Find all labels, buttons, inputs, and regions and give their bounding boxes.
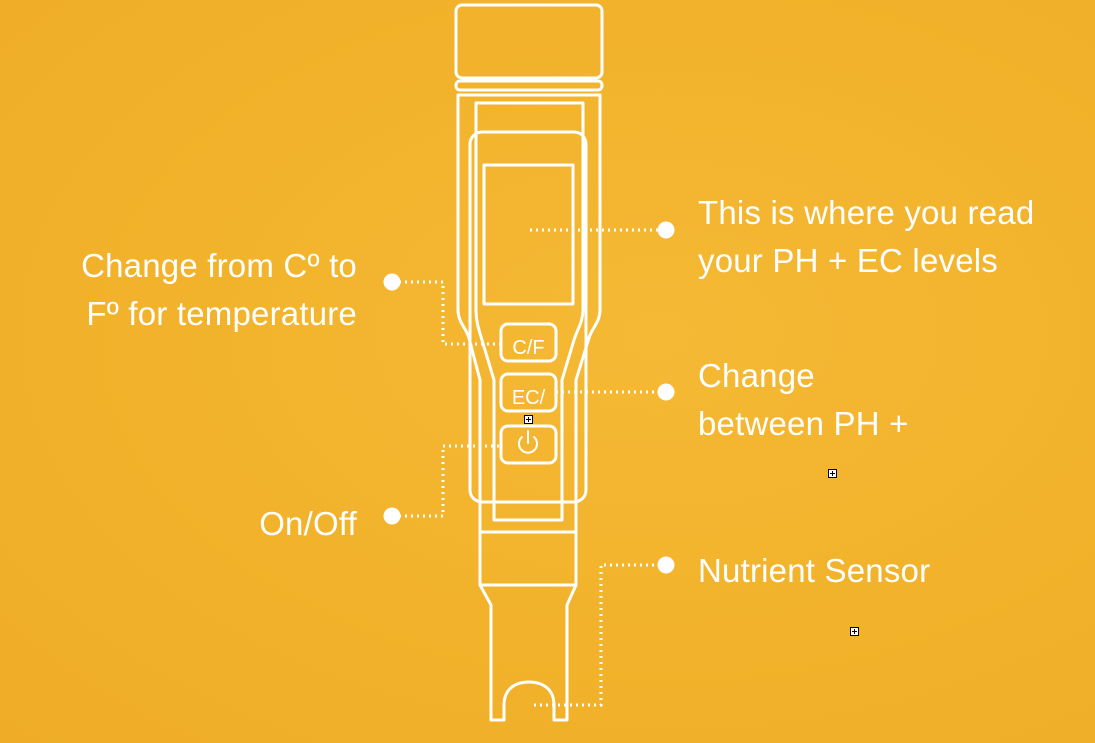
callout-mode-line2: between PH + (698, 405, 909, 442)
ec-button-label: EC/ (512, 387, 546, 409)
power-button[interactable] (499, 424, 558, 465)
leader-sensor (530, 563, 666, 707)
callout-power: On/Off (259, 500, 357, 548)
leader-temperature (393, 280, 501, 346)
callout-temperature-line2: Fº for temperature (86, 295, 357, 332)
power-icon (518, 430, 538, 454)
callout-mode: Change between PH + (698, 352, 909, 448)
crosshair-marker-icon (524, 415, 533, 424)
cf-button-label: C/F (512, 337, 544, 359)
crosshair-marker-icon (828, 469, 837, 478)
dot-sensor (657, 556, 675, 574)
meter-cap (454, 3, 604, 80)
callout-display-line2: your PH + EC levels (698, 242, 998, 279)
callout-power-line1: On/Off (259, 505, 357, 542)
crosshair-marker-icon (850, 627, 859, 636)
leader-power (393, 444, 501, 518)
meter-body (456, 93, 602, 722)
meter-inner-outline (474, 101, 585, 522)
callout-temperature: Change from Cº to Fº for temperature (81, 242, 357, 338)
callout-sensor: Nutrient Sensor (698, 547, 930, 595)
callout-display: This is where you read your PH + EC leve… (698, 189, 1034, 285)
control-panel (468, 130, 588, 504)
lcd-screen (482, 163, 575, 306)
dot-mode (657, 383, 675, 401)
callout-sensor-line1: Nutrient Sensor (698, 552, 931, 589)
meter-collar (454, 79, 604, 92)
dot-display (657, 221, 675, 239)
callout-mode-line1: Change (698, 357, 815, 394)
dot-temperature (383, 273, 401, 291)
callout-display-line1: This is where you read (698, 194, 1035, 231)
callout-temperature-line1: Change from Cº to (81, 247, 357, 284)
dot-power (383, 507, 401, 525)
